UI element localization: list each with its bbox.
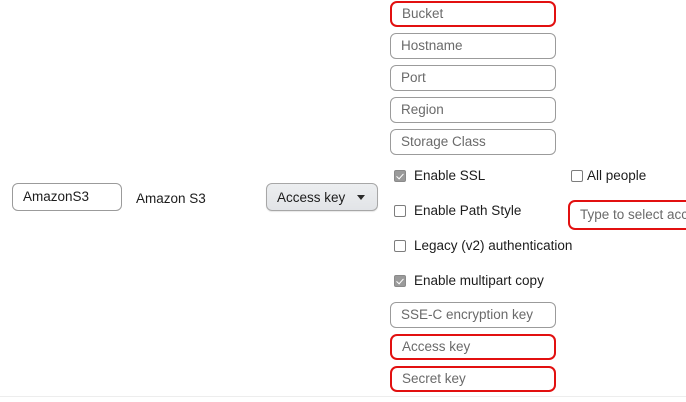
- legacy-authentication-label: Legacy (v2) authentication: [414, 238, 573, 253]
- chevron-down-icon: [357, 194, 365, 200]
- all-people-label: All people: [587, 168, 647, 183]
- enable-ssl-label: Enable SSL: [414, 168, 486, 183]
- all-people-checkbox-row[interactable]: All people: [571, 169, 646, 183]
- hostname-input[interactable]: Hostname: [390, 33, 556, 59]
- bucket-input[interactable]: Bucket: [390, 1, 556, 27]
- enable-path-style-checkbox-row[interactable]: Enable Path Style: [394, 204, 521, 218]
- account-picker-input[interactable]: Type to select account: [568, 200, 686, 230]
- enable-path-style-label: Enable Path Style: [414, 203, 522, 218]
- checkbox-icon[interactable]: [394, 239, 406, 252]
- profile-name-input[interactable]: AmazonS3: [12, 183, 122, 211]
- credential-type-value: Access key: [277, 189, 346, 205]
- region-input[interactable]: Region: [390, 97, 556, 123]
- secret-key-input[interactable]: Secret key: [390, 366, 556, 392]
- enable-multipart-copy-checkbox-row[interactable]: Enable multipart copy: [394, 274, 544, 288]
- storage-class-input[interactable]: Storage Class: [390, 129, 556, 155]
- enable-ssl-checkbox-row[interactable]: Enable SSL: [394, 169, 485, 183]
- panel-divider: [0, 396, 686, 397]
- credential-type-dropdown[interactable]: Access key: [266, 183, 378, 211]
- sse-c-encryption-key-input[interactable]: SSE-C encryption key: [390, 302, 556, 328]
- legacy-authentication-checkbox-row[interactable]: Legacy (v2) authentication: [394, 239, 572, 253]
- checkbox-icon[interactable]: [394, 274, 406, 287]
- checkbox-icon[interactable]: [571, 169, 583, 182]
- protocol-label: Amazon S3: [136, 191, 206, 206]
- access-key-input[interactable]: Access key: [390, 334, 556, 360]
- enable-multipart-copy-label: Enable multipart copy: [414, 273, 544, 288]
- checkbox-icon[interactable]: [394, 169, 406, 182]
- port-input[interactable]: Port: [390, 65, 556, 91]
- checkbox-icon[interactable]: [394, 204, 406, 217]
